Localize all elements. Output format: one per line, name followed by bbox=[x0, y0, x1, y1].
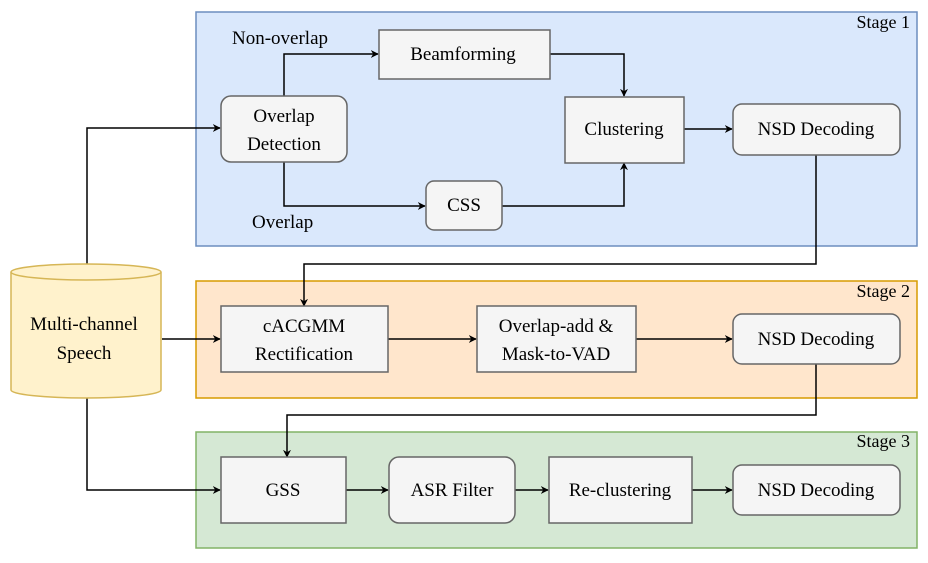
overlap-add-label-line2: Mask-to-VAD bbox=[502, 344, 610, 365]
nsd-decoding-label-1: NSD Decoding bbox=[758, 119, 875, 140]
overlap-detection-label-line1: Overlap bbox=[253, 106, 314, 127]
input-label-line1: Multi-channel bbox=[30, 314, 138, 335]
css-node: CSS bbox=[425, 180, 503, 231]
edge-input-to-overlap-detection bbox=[86, 124, 221, 264]
input-label-line2: Speech bbox=[57, 343, 112, 364]
edge-input-to-gss bbox=[86, 398, 221, 494]
edge-beamforming-to-clustering bbox=[550, 53, 628, 97]
nsd-decoding-label-3: NSD Decoding bbox=[758, 480, 875, 501]
edge-od-to-css bbox=[283, 162, 426, 210]
edge-od-to-beamforming bbox=[283, 50, 379, 96]
overlap-add-label-line1: Overlap-add & bbox=[499, 316, 614, 337]
edge-nsd1-to-cacgmm bbox=[300, 155, 817, 307]
overlap-add-node: Overlap-add & Mask-to-VAD bbox=[476, 305, 637, 373]
asr-filter-label: ASR Filter bbox=[411, 480, 495, 501]
overlap-detection-label-line2: Detection bbox=[247, 134, 321, 155]
stage-2-label: Stage 2 bbox=[857, 281, 911, 301]
gss-node: GSS bbox=[220, 456, 347, 524]
edge-label-non-overlap: Non-overlap bbox=[232, 28, 328, 49]
edge-nsd2-to-gss bbox=[283, 364, 817, 458]
connectors bbox=[86, 50, 817, 494]
cacgmm-node: cACGMM Rectification bbox=[220, 305, 389, 373]
cacgmm-label-line1: cACGMM bbox=[263, 316, 345, 337]
beamforming-label: Beamforming bbox=[410, 44, 516, 65]
stage-1-label: Stage 1 bbox=[857, 12, 911, 32]
asr-filter-node: ASR Filter bbox=[388, 456, 516, 524]
edge-css-to-clustering bbox=[502, 162, 628, 207]
input-database: Multi-channel Speech bbox=[10, 263, 162, 399]
nsd-decoding-node-3: NSD Decoding bbox=[732, 464, 901, 516]
overlap-detection-node: Overlap Detection bbox=[220, 95, 348, 163]
reclustering-node: Re-clustering bbox=[548, 456, 693, 524]
gss-label: GSS bbox=[266, 480, 301, 501]
nsd-decoding-node-1: NSD Decoding bbox=[732, 103, 901, 156]
clustering-label: Clustering bbox=[584, 119, 664, 140]
stage-3-label: Stage 3 bbox=[857, 431, 911, 451]
beamforming-node: Beamforming bbox=[378, 29, 551, 80]
edge-label-overlap: Overlap bbox=[252, 212, 313, 233]
nsd-decoding-label-2: NSD Decoding bbox=[758, 329, 875, 350]
reclustering-label: Re-clustering bbox=[569, 480, 672, 501]
clustering-node: Clustering bbox=[564, 96, 685, 164]
cacgmm-label-line2: Rectification bbox=[255, 344, 354, 365]
css-label: CSS bbox=[447, 195, 481, 216]
nsd-decoding-node-2: NSD Decoding bbox=[732, 313, 901, 365]
